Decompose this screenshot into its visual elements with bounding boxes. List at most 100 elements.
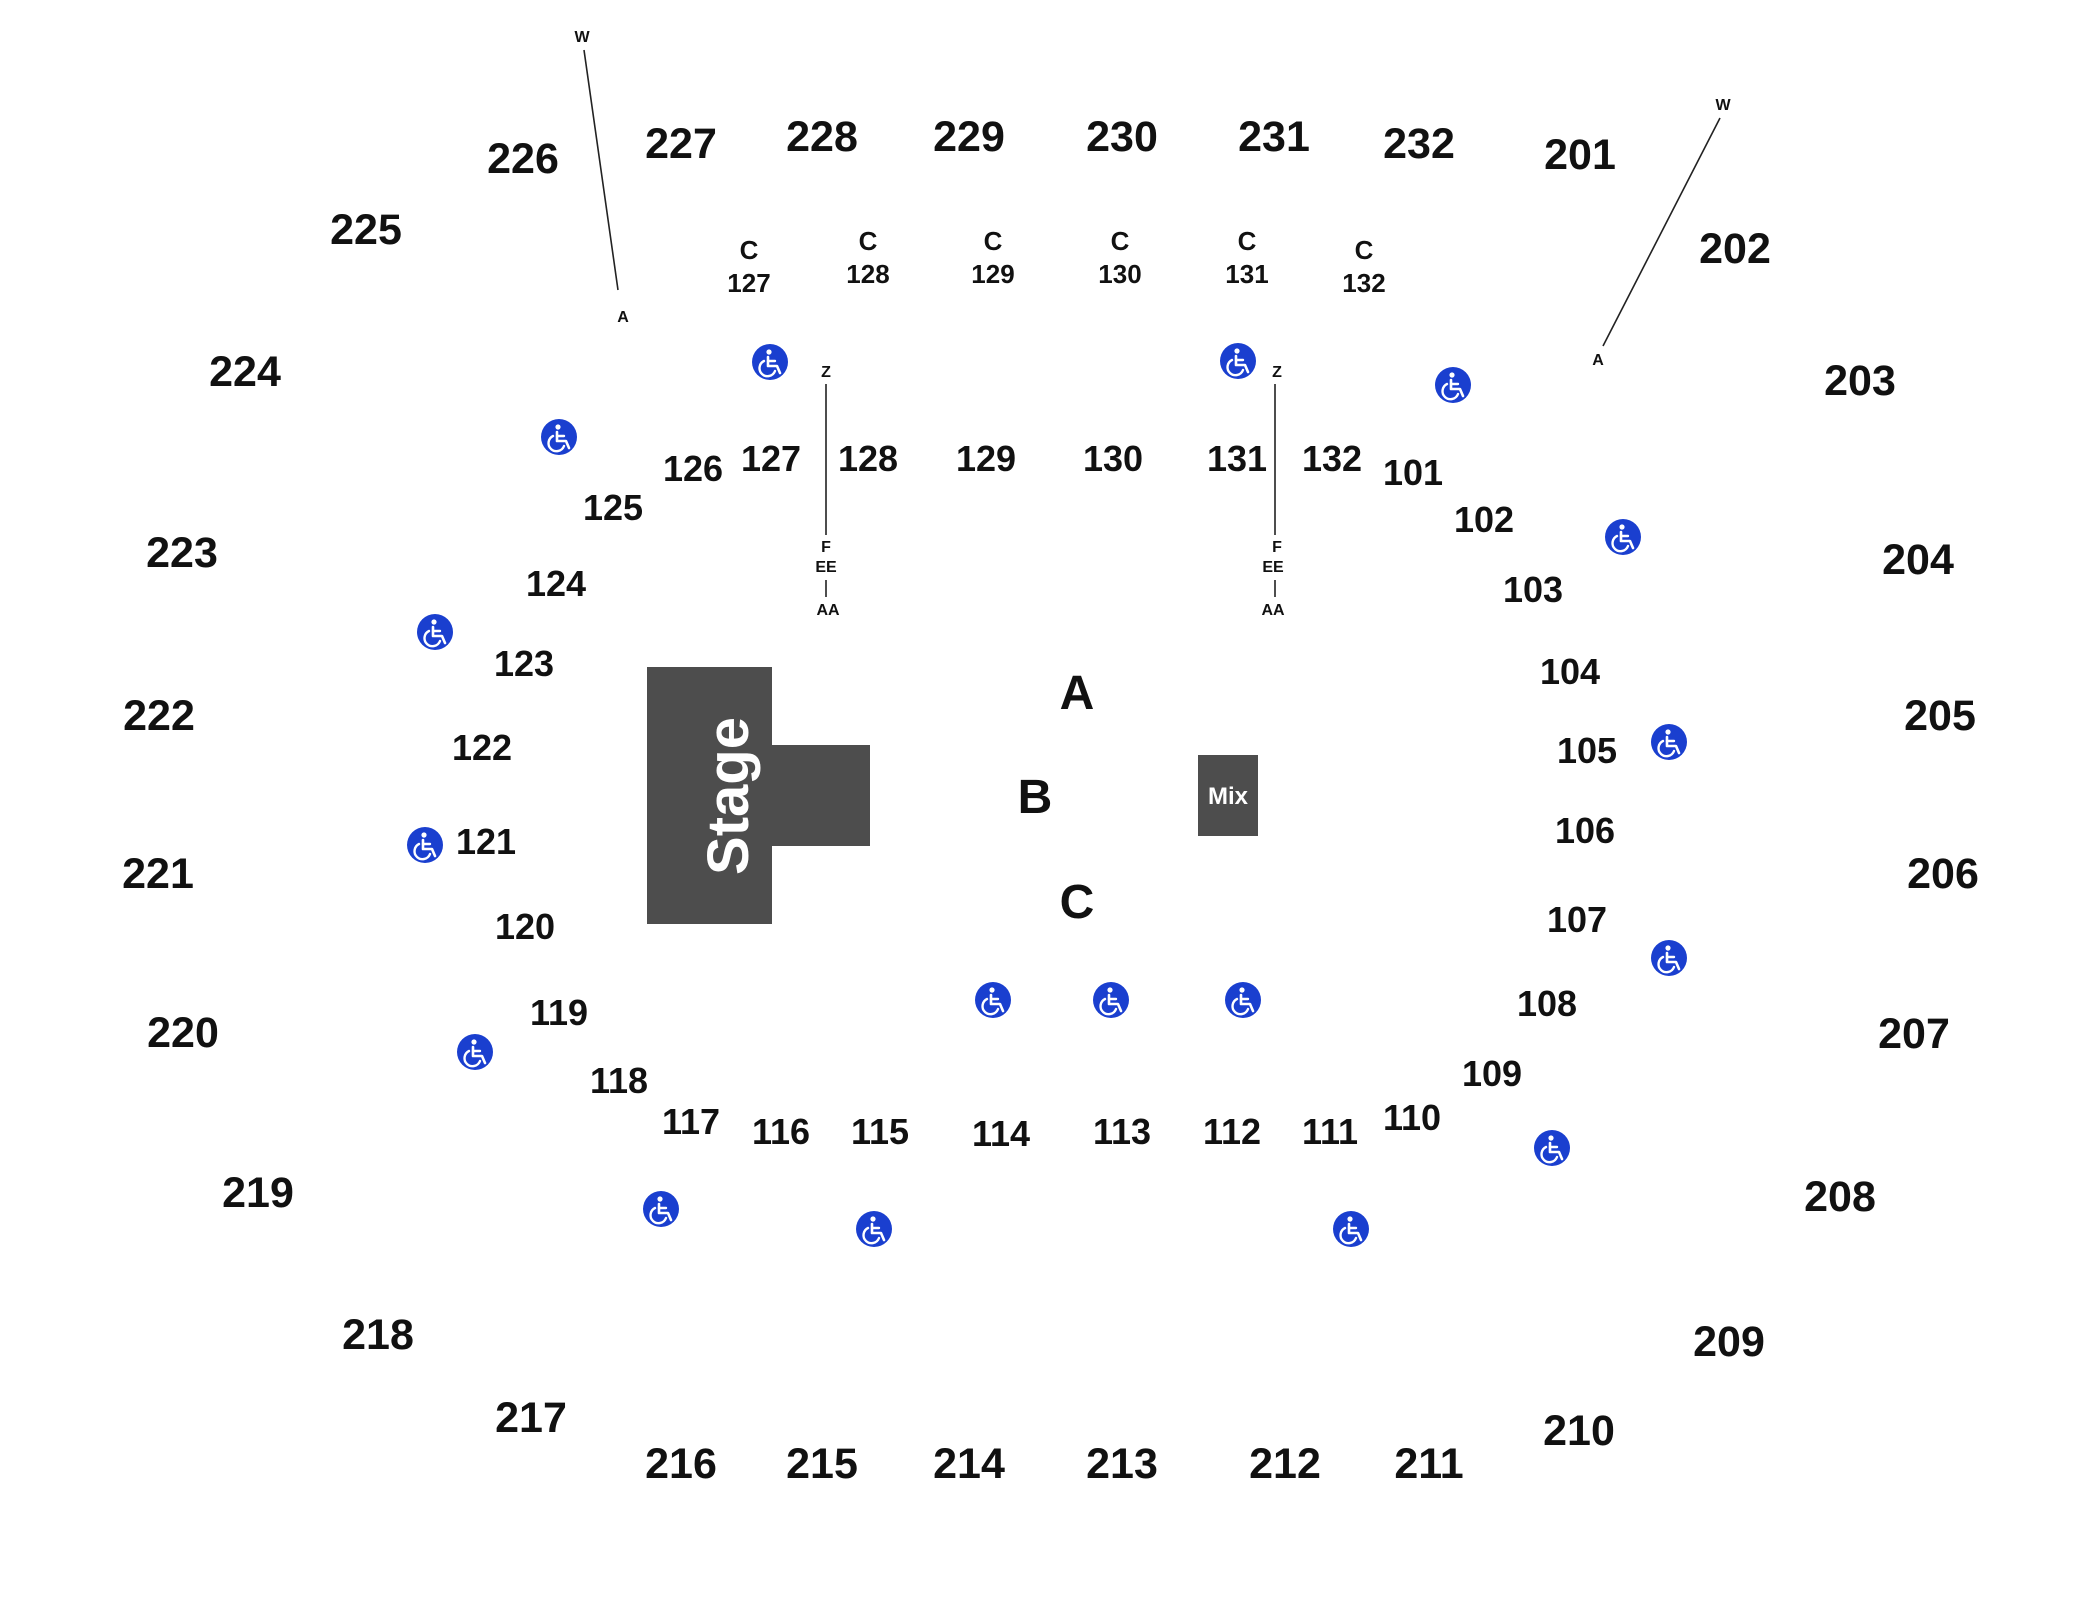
section-117[interactable]: 117 xyxy=(662,1101,720,1142)
section-102[interactable]: 102 xyxy=(1454,499,1514,540)
section-107[interactable]: 107 xyxy=(1547,899,1607,940)
section-219[interactable]: 219 xyxy=(222,1169,294,1217)
section-232[interactable]: 232 xyxy=(1383,120,1455,168)
section-105[interactable]: 105 xyxy=(1557,730,1617,771)
section-213[interactable]: 213 xyxy=(1086,1440,1158,1488)
section-128[interactable]: 128 xyxy=(838,438,898,479)
club-section-c128[interactable]: C 128 xyxy=(846,226,889,289)
stage-platform xyxy=(647,667,870,924)
wheelchair-accessible-icon xyxy=(405,825,445,865)
club-prefix: C xyxy=(1238,226,1257,256)
section-226[interactable]: 226 xyxy=(487,135,559,183)
section-119[interactable]: 119 xyxy=(530,992,588,1033)
section-218[interactable]: 218 xyxy=(342,1311,414,1359)
wheelchair-accessible-icon xyxy=(1218,341,1258,381)
section-124[interactable]: 124 xyxy=(526,563,586,604)
section-126[interactable]: 126 xyxy=(663,448,723,489)
section-231[interactable]: 231 xyxy=(1238,113,1310,161)
section-209[interactable]: 209 xyxy=(1693,1318,1765,1366)
row-marker-f-right: F xyxy=(1272,539,1282,556)
section-210[interactable]: 210 xyxy=(1543,1407,1615,1455)
wheelchair-accessible-icon xyxy=(750,342,790,382)
floor-section-b[interactable]: B xyxy=(1018,771,1053,824)
section-111[interactable]: 111 xyxy=(1302,1111,1358,1152)
section-223[interactable]: 223 xyxy=(146,529,218,577)
section-108[interactable]: 108 xyxy=(1517,983,1577,1024)
section-101[interactable]: 101 xyxy=(1383,452,1443,493)
floor-section-a[interactable]: A xyxy=(1060,667,1095,720)
club-section-c131[interactable]: C 131 xyxy=(1225,226,1268,289)
club-prefix: C xyxy=(859,226,878,256)
club-number: 127 xyxy=(727,268,770,298)
section-122[interactable]: 122 xyxy=(452,727,512,768)
section-230[interactable]: 230 xyxy=(1086,113,1158,161)
section-206[interactable]: 206 xyxy=(1907,850,1979,898)
section-228[interactable]: 228 xyxy=(786,113,858,161)
section-131[interactable]: 131 xyxy=(1207,438,1267,479)
section-217[interactable]: 217 xyxy=(495,1394,567,1442)
section-115[interactable]: 115 xyxy=(851,1111,909,1152)
section-227[interactable]: 227 xyxy=(645,120,717,168)
section-132[interactable]: 132 xyxy=(1302,438,1362,479)
section-121[interactable]: 121 xyxy=(456,821,516,862)
section-114[interactable]: 114 xyxy=(972,1113,1030,1154)
section-215[interactable]: 215 xyxy=(786,1440,858,1488)
section-222[interactable]: 222 xyxy=(123,692,195,740)
section-224[interactable]: 224 xyxy=(209,348,281,396)
club-section-c130[interactable]: C 130 xyxy=(1098,226,1141,289)
section-130[interactable]: 130 xyxy=(1083,438,1143,479)
row-marker-f-left: F xyxy=(821,539,831,556)
row-marker-aa-left: AA xyxy=(816,602,840,619)
section-221[interactable]: 221 xyxy=(122,850,194,898)
wheelchair-accessible-icon xyxy=(1223,980,1263,1020)
section-207[interactable]: 207 xyxy=(1878,1010,1950,1058)
mix-label: Mix xyxy=(1208,783,1249,810)
section-216[interactable]: 216 xyxy=(645,1440,717,1488)
section-212[interactable]: 212 xyxy=(1249,1440,1321,1488)
section-205[interactable]: 205 xyxy=(1904,692,1976,740)
section-118[interactable]: 118 xyxy=(590,1060,648,1101)
row-line-right-wing xyxy=(1602,117,1721,347)
row-marker-w-left: W xyxy=(574,29,590,46)
club-number: 130 xyxy=(1098,259,1141,289)
wheelchair-accessible-icon xyxy=(455,1032,495,1072)
club-section-c132[interactable]: C 132 xyxy=(1342,235,1385,298)
section-229[interactable]: 229 xyxy=(933,113,1005,161)
wheelchair-accessible-icon xyxy=(854,1209,894,1249)
row-marker-aa-right: AA xyxy=(1261,602,1285,619)
section-106[interactable]: 106 xyxy=(1555,810,1615,851)
section-208[interactable]: 208 xyxy=(1804,1173,1876,1221)
section-204[interactable]: 204 xyxy=(1882,536,1954,584)
section-129[interactable]: 129 xyxy=(956,438,1016,479)
row-line-left-wing xyxy=(583,49,619,291)
section-116[interactable]: 116 xyxy=(752,1111,810,1152)
section-109[interactable]: 109 xyxy=(1462,1053,1522,1094)
section-104[interactable]: 104 xyxy=(1540,651,1600,692)
section-220[interactable]: 220 xyxy=(147,1009,219,1057)
wheelchair-accessible-icon xyxy=(539,417,579,457)
section-201[interactable]: 201 xyxy=(1544,131,1616,179)
club-section-c129[interactable]: C 129 xyxy=(971,226,1014,289)
club-section-c127[interactable]: C 127 xyxy=(727,235,770,298)
floor-section-c[interactable]: C xyxy=(1060,876,1095,929)
row-marker-a-right: A xyxy=(1592,352,1604,369)
section-225[interactable]: 225 xyxy=(330,206,402,254)
section-112[interactable]: 112 xyxy=(1203,1111,1261,1152)
section-123[interactable]: 123 xyxy=(494,643,554,684)
section-202[interactable]: 202 xyxy=(1699,225,1771,273)
row-marker-z-left: Z xyxy=(821,364,831,381)
section-110[interactable]: 110 xyxy=(1383,1097,1441,1138)
section-127[interactable]: 127 xyxy=(741,438,801,479)
section-211[interactable]: 211 xyxy=(1394,1440,1463,1488)
section-113[interactable]: 113 xyxy=(1093,1111,1151,1152)
upper-level-sections: 201 202 203 204 205 206 207 208 209 210 … xyxy=(122,113,1979,1488)
section-203[interactable]: 203 xyxy=(1824,357,1896,405)
section-214[interactable]: 214 xyxy=(933,1440,1005,1488)
wheelchair-accessible-icon xyxy=(1091,980,1131,1020)
section-125[interactable]: 125 xyxy=(583,487,643,528)
section-103[interactable]: 103 xyxy=(1503,569,1563,610)
wheelchair-accessible-icon xyxy=(1649,722,1689,762)
section-120[interactable]: 120 xyxy=(495,906,555,947)
row-marker-ee-left: EE xyxy=(815,559,837,576)
